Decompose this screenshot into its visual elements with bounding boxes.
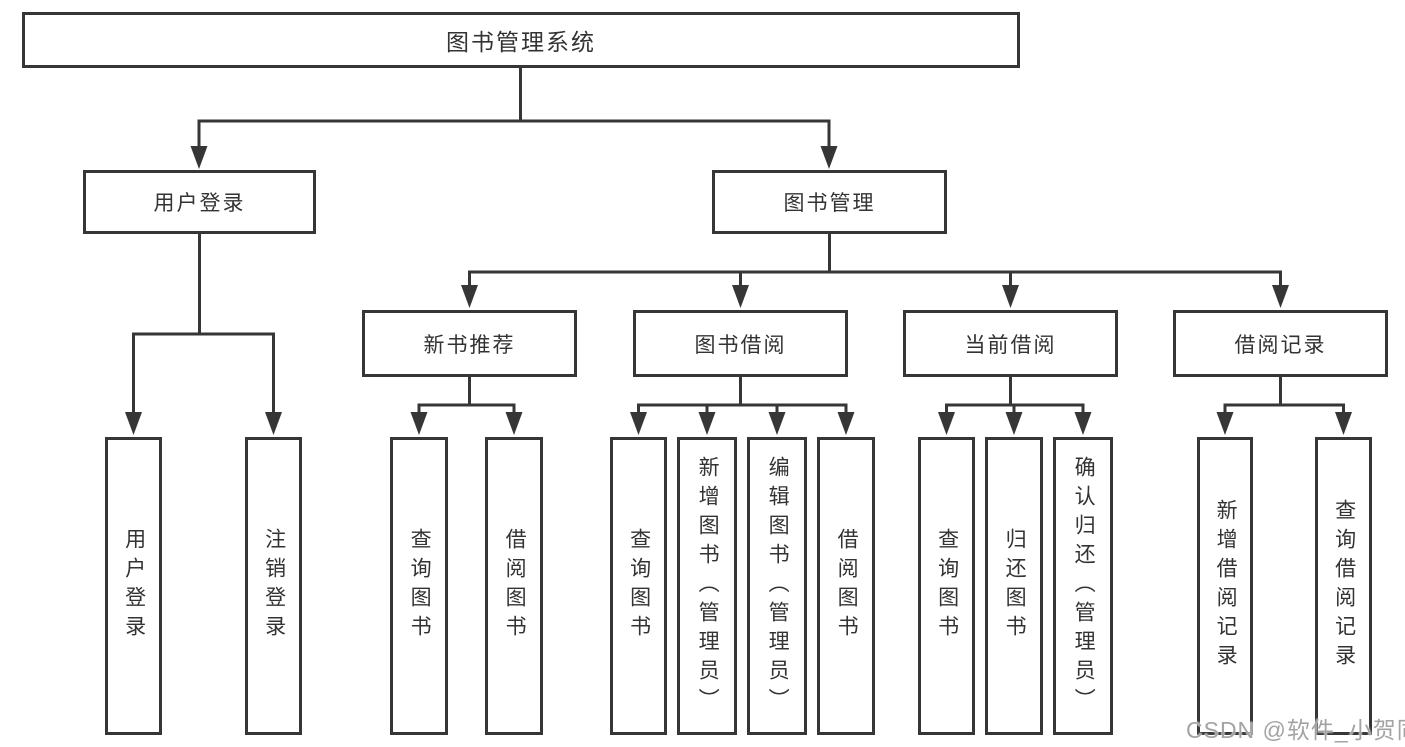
arrow-down-icon — [630, 412, 647, 435]
leaf-borrow-books-recommend: 借阅图书 — [485, 437, 543, 735]
leaf-query-borrow-record: 查询借阅记录 — [1315, 437, 1372, 735]
arrow-down-icon — [461, 285, 478, 308]
arrowheads — [125, 146, 1352, 435]
leaf-add-book-admin: 新增图书（管理员） — [677, 437, 737, 735]
arrow-down-icon — [505, 412, 523, 435]
arrow-down-icon — [1002, 285, 1019, 308]
arrow-down-icon — [1272, 285, 1289, 308]
arrow-down-icon — [190, 146, 208, 169]
arrow-down-icon — [1335, 412, 1352, 435]
tree-edges — [132, 66, 1345, 416]
leaf-user-login: 用户登录 — [105, 437, 162, 735]
arrow-down-icon — [125, 412, 142, 435]
leaf-query-borrow-record-label: 查询借阅记录 — [1332, 499, 1356, 673]
leaf-return-book-label: 归还图书 — [1003, 528, 1027, 644]
node-user-login: 用户登录 — [83, 170, 316, 234]
leaf-confirm-return-admin-label: 确认归还（管理员） — [1072, 455, 1096, 717]
node-book-management-label: 图书管理 — [783, 192, 876, 215]
node-current-borrow: 当前借阅 — [903, 310, 1118, 377]
leaf-query-books-borrow: 查询图书 — [610, 437, 667, 735]
leaf-return-book: 归还图书 — [985, 437, 1043, 735]
leaf-query-books-current: 查询图书 — [918, 437, 975, 735]
node-root-label: 图书管理系统 — [446, 29, 596, 55]
arrow-down-icon — [938, 412, 955, 435]
node-user-login-label: 用户登录 — [153, 192, 246, 215]
leaf-query-books-borrow-label: 查询图书 — [627, 528, 651, 644]
leaf-edit-book-admin: 编辑图书（管理员） — [747, 437, 807, 735]
leaf-query-books-recommend-label: 查询图书 — [408, 528, 432, 644]
node-book-borrow-label: 图书借阅 — [694, 333, 787, 357]
leaf-borrow-books: 借阅图书 — [817, 437, 875, 735]
node-borrow-records: 借阅记录 — [1173, 310, 1388, 377]
leaf-edit-book-admin-label: 编辑图书（管理员） — [766, 455, 790, 717]
leaf-confirm-return-admin: 确认归还（管理员） — [1053, 437, 1113, 735]
node-book-borrow: 图书借阅 — [633, 310, 848, 377]
node-borrow-records-label: 借阅记录 — [1234, 333, 1327, 357]
leaf-borrow-books-label: 借阅图书 — [835, 528, 859, 644]
leaf-user-login-label: 用户登录 — [122, 528, 146, 644]
arrow-down-icon — [265, 412, 282, 435]
leaf-borrow-books-recommend-label: 借阅图书 — [503, 528, 527, 644]
leaf-query-books-recommend: 查询图书 — [390, 437, 448, 735]
arrow-down-icon — [1216, 412, 1234, 435]
leaf-add-borrow-record: 新增借阅记录 — [1197, 437, 1253, 735]
node-new-book-recommend-label: 新书推荐 — [423, 333, 516, 357]
arrow-down-icon — [732, 285, 749, 308]
arrow-down-icon — [1005, 412, 1023, 435]
arrow-down-icon — [768, 412, 786, 435]
node-new-book-recommend: 新书推荐 — [362, 310, 577, 377]
leaf-add-book-admin-label: 新增图书（管理员） — [696, 455, 720, 717]
arrow-down-icon — [837, 412, 855, 435]
arrow-down-icon — [1074, 412, 1092, 435]
node-root: 图书管理系统 — [22, 12, 1020, 68]
csdn-watermark: CSDN @软件_小贺同学 — [1186, 717, 1405, 743]
leaf-add-borrow-record-label: 新增借阅记录 — [1214, 499, 1238, 673]
leaf-logout: 注销登录 — [245, 437, 302, 735]
arrow-down-icon — [698, 412, 716, 435]
leaf-query-books-current-label: 查询图书 — [935, 528, 959, 644]
node-current-borrow-label: 当前借阅 — [964, 333, 1057, 357]
arrow-down-icon — [820, 146, 838, 169]
leaf-logout-label: 注销登录 — [262, 528, 286, 644]
node-book-management: 图书管理 — [712, 170, 947, 234]
arrow-down-icon — [410, 412, 428, 435]
